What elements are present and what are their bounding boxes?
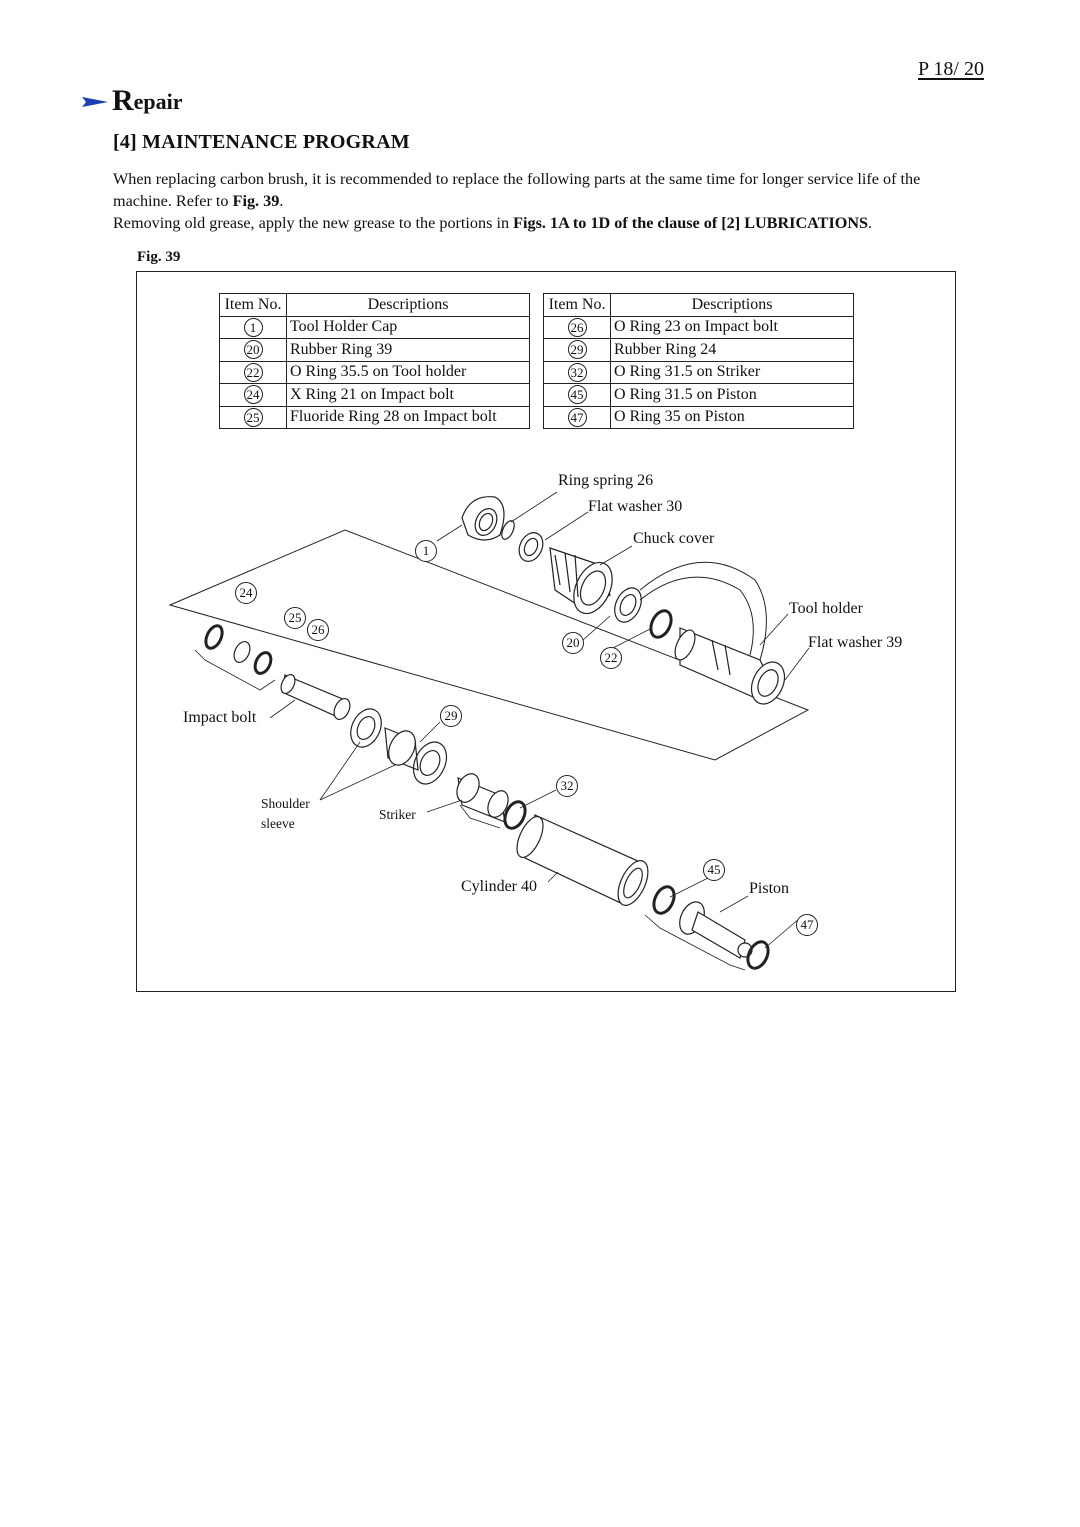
arrow-icon [82,97,108,107]
flat-washer-30-part [518,532,544,562]
page-title: [4] MAINTENANCE PROGRAM [113,131,410,153]
item-number: 47 [543,405,611,429]
item-description: O Ring 35 on Piston [610,405,854,429]
item-description: Tool Holder Cap [286,315,530,339]
figure-label: Fig. 39 [137,249,181,265]
figure-frame [136,271,956,992]
item-number: 20 [219,338,287,362]
callout-29: 29 [440,705,462,727]
o-ring-22-part [649,609,673,639]
flat-washer-30-label: Flat washer 30 [588,498,683,515]
section-initial: R [112,84,134,117]
grease-text: Removing old grease, apply the new greas… [113,214,514,232]
parts-table-left: Item No. Descriptions 1 Tool Holder Cap … [219,293,530,429]
item-description: O Ring 31.5 on Striker [610,360,854,384]
item-description: O Ring 31.5 on Piston [610,383,854,407]
grease-paragraph: Removing old grease, apply the new greas… [113,212,983,234]
intro-paragraph: When replacing carbon brush, it is recom… [113,168,983,212]
item-number: 45 [543,383,611,407]
item-number: 25 [219,405,287,429]
o-ring-47-part [746,940,770,970]
item-description: X Ring 21 on Impact bolt [286,383,530,407]
cylinder-label: Cylinder 40 [461,878,537,895]
table-row: 47 O Ring 35 on Piston [543,405,854,429]
tool-holder-label: Tool holder [789,600,863,617]
table-row: 20 Rubber Ring 39 [219,338,530,362]
callout-32: 32 [556,775,578,797]
o-ring-45-part [652,885,676,915]
item-number: 26 [543,315,611,339]
item-description: Rubber Ring 24 [610,338,854,362]
callout-1: 1 [415,540,437,562]
item-description: O Ring 23 on Impact bolt [610,315,854,339]
rubber-ring-29-part [412,741,448,785]
cylinder-part [516,814,649,906]
section-rest: epair [133,89,183,114]
item-description: Rubber Ring 39 [286,338,530,362]
shoulder-part [350,708,382,748]
item-description: O Ring 35.5 on Tool holder [286,360,530,384]
impact-bolt-label: Impact bolt [183,709,257,726]
chuck-cover-part [549,547,613,615]
chuck-cover-label: Chuck cover [633,530,715,547]
section-heading: R epair [82,84,183,118]
lubrication-reference: Figs. 1A to 1D of the clause of [2] LUBR… [513,214,869,232]
table-row: 1 Tool Holder Cap [219,315,530,339]
rubber-ring-20-part [614,587,642,623]
callout-22: 22 [600,647,622,669]
parts-table-right: Item No. Descriptions 26 O Ring 23 on Im… [543,293,854,429]
flat-washer-39-label: Flat washer 39 [808,634,903,651]
shoulder-label: Shoulder [261,796,310,811]
table-row: 25 Fluoride Ring 28 on Impact bolt [219,405,530,429]
table-row: 26 O Ring 23 on Impact bolt [543,315,854,339]
page-number: P 18/ 20 [918,58,984,80]
table-header-row: Item No. Descriptions [219,293,530,317]
x-ring-24-part [204,624,224,650]
callout-45: 45 [703,859,725,881]
tool-holder-part [674,627,786,705]
striker-part [456,773,509,823]
callout-20: 20 [562,632,584,654]
sleeve-label: sleeve [261,816,295,831]
table-header-row: Item No. Descriptions [543,293,854,317]
descriptions-header: Descriptions [610,293,854,317]
ring-spring-label: Ring spring 26 [558,472,654,489]
table-row: 32 O Ring 31.5 on Striker [543,360,854,384]
intro-text: When replacing carbon brush, it is recom… [113,170,921,210]
striker-label: Striker [379,807,416,822]
callout-25: 25 [284,607,306,629]
callout-47: 47 [796,914,818,936]
table-row: 45 O Ring 31.5 on Piston [543,383,854,407]
assembly-plane [168,529,810,761]
table-row: 22 O Ring 35.5 on Tool holder [219,360,530,384]
impact-bolt-part [280,673,351,720]
callout-24: 24 [235,582,257,604]
piston-label: Piston [749,880,790,897]
table-row: 24 X Ring 21 on Impact bolt [219,383,530,407]
o-ring-32-part [503,800,527,830]
tool-holder-cap-part [461,496,505,541]
fig-reference: Fig. 39 [232,192,280,210]
callout-26: 26 [307,619,329,641]
o-ring-26-part [253,651,273,675]
item-description: Fluoride Ring 28 on Impact bolt [286,405,530,429]
fluoride-ring-25-part [233,641,251,663]
piston-part [679,901,753,959]
intro-end: . [279,192,284,210]
grease-end: . [868,214,873,232]
